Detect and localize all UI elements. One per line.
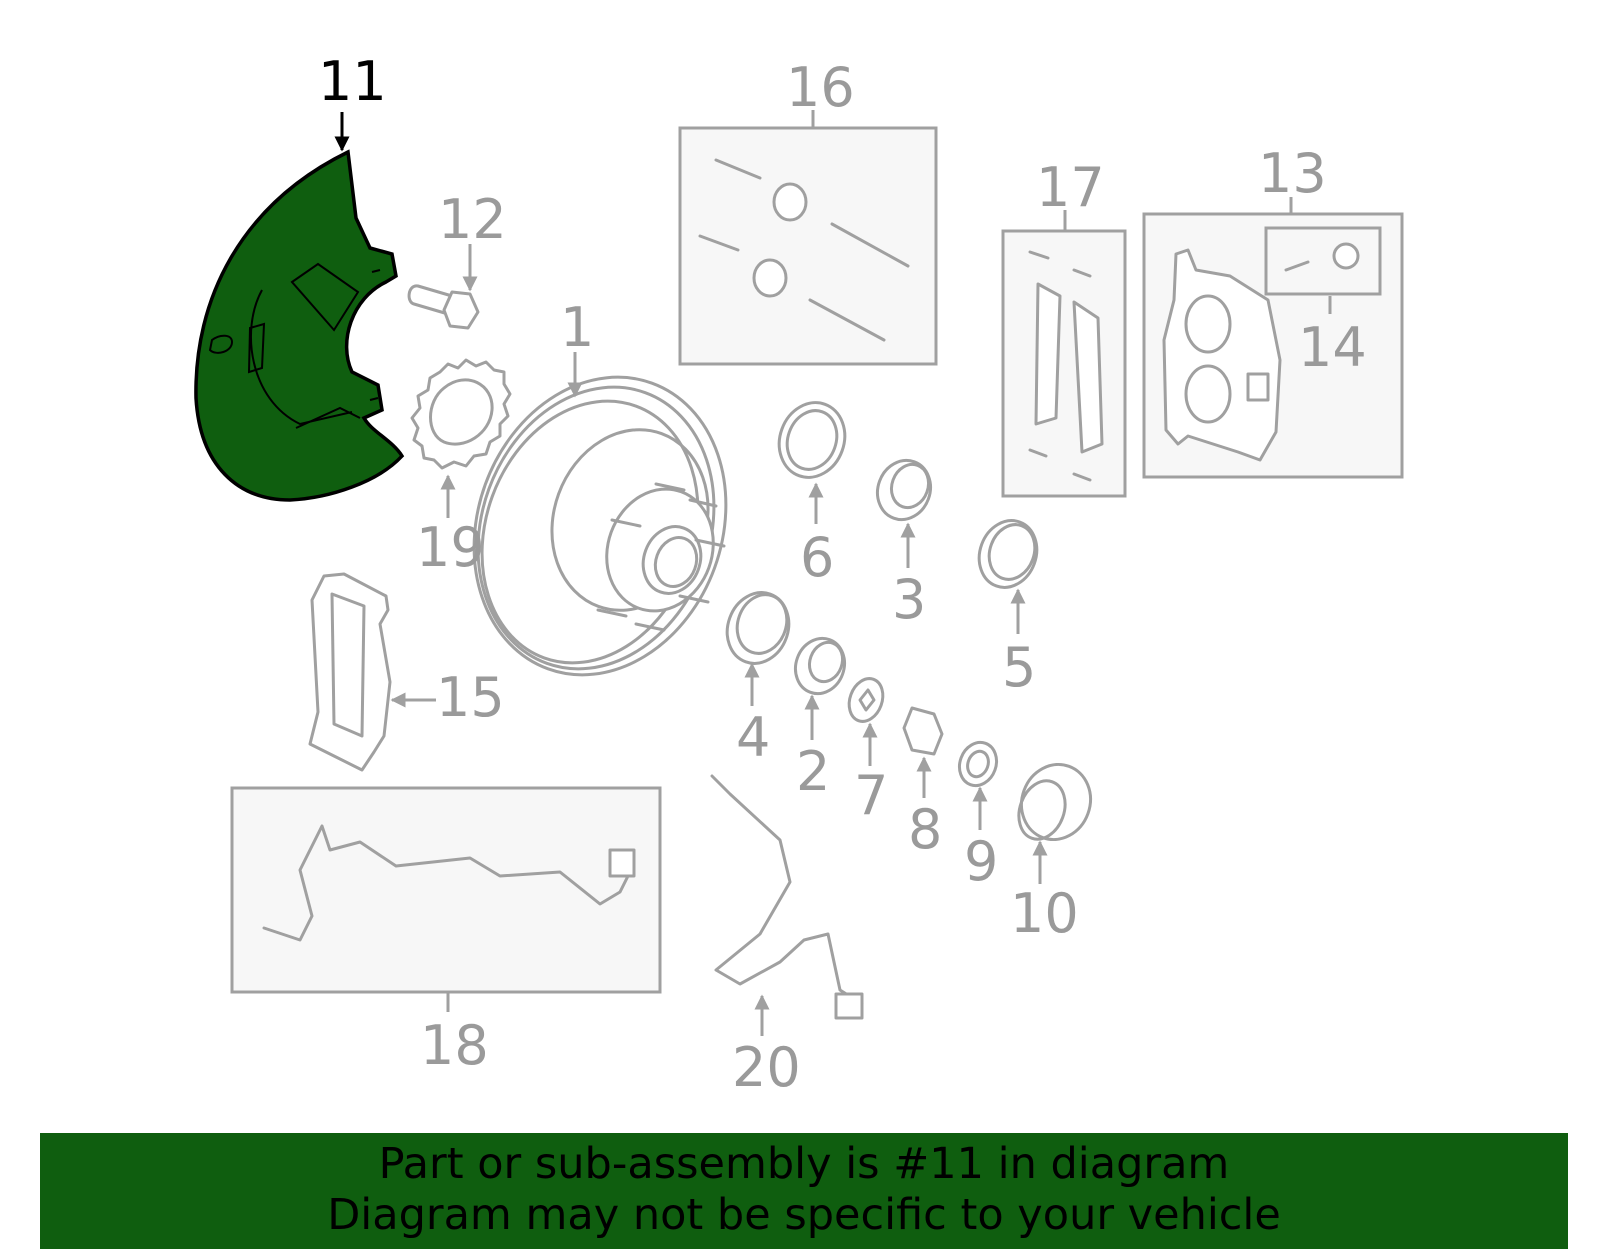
- part-3-bearing[interactable]: [869, 453, 938, 527]
- callout-12[interactable]: 12: [438, 188, 507, 251]
- part-12-bolt[interactable]: [407, 284, 480, 330]
- part-6-seal[interactable]: [769, 393, 855, 486]
- banner-line-2: Diagram may not be specific to your vehi…: [327, 1190, 1281, 1240]
- callout-20[interactable]: 20: [732, 1036, 801, 1099]
- part-8-nut[interactable]: [902, 706, 944, 756]
- part-17-pad-kit[interactable]: [1001, 229, 1127, 498]
- callout-10[interactable]: 10: [1010, 882, 1079, 945]
- callout-8[interactable]: 8: [908, 798, 942, 861]
- part-20-wheel-speed-sensor[interactable]: [710, 774, 864, 1020]
- callout-2[interactable]: 2: [796, 740, 830, 803]
- part-5-race[interactable]: [970, 512, 1046, 595]
- part-7-washer[interactable]: [843, 674, 888, 726]
- callout-6[interactable]: 6: [800, 526, 834, 589]
- part-14-bleeder-kit[interactable]: [1264, 226, 1382, 296]
- callout-3[interactable]: 3: [892, 568, 926, 631]
- part-16-pin-kit[interactable]: [678, 126, 938, 366]
- parts-diagram: 11 16 12 17 13 14 1 19 6 3 5 15 4 2 7 8 …: [194, 50, 1404, 1099]
- callout-15[interactable]: 15: [436, 666, 505, 729]
- callout-14[interactable]: 14: [1298, 316, 1367, 379]
- info-banner: Part or sub-assembly is #11 in diagram D…: [40, 1133, 1568, 1249]
- callout-16[interactable]: 16: [786, 56, 855, 119]
- part-10-cap[interactable]: [1011, 755, 1101, 850]
- callout-4[interactable]: 4: [736, 706, 770, 769]
- callout-11[interactable]: 11: [318, 50, 387, 113]
- callout-18[interactable]: 18: [420, 1014, 489, 1077]
- callout-labels: 11 16 12 17 13 14 1 19 6 3 5 15 4 2 7 8 …: [318, 50, 1367, 1099]
- part-4-race[interactable]: [717, 584, 798, 672]
- part-11-dust-shield[interactable]: [194, 149, 405, 502]
- part-15-caliper-bracket[interactable]: [308, 572, 392, 772]
- callout-1[interactable]: 1: [560, 296, 594, 359]
- part-9-washer[interactable]: [954, 737, 1003, 791]
- part-2-bearing[interactable]: [788, 631, 852, 700]
- callout-7[interactable]: 7: [854, 764, 888, 827]
- callout-5[interactable]: 5: [1002, 636, 1036, 699]
- part-18-sensor-harness[interactable]: [230, 786, 662, 994]
- callout-19[interactable]: 19: [416, 516, 485, 579]
- callout-9[interactable]: 9: [964, 830, 998, 893]
- banner-line-1: Part or sub-assembly is #11 in diagram: [378, 1139, 1230, 1189]
- callout-17[interactable]: 17: [1036, 156, 1105, 219]
- part-19-tone-ring[interactable]: [410, 358, 512, 470]
- callout-leaders: [334, 110, 1332, 1036]
- part-1-rotor[interactable]: [433, 341, 766, 710]
- callout-13[interactable]: 13: [1258, 142, 1327, 205]
